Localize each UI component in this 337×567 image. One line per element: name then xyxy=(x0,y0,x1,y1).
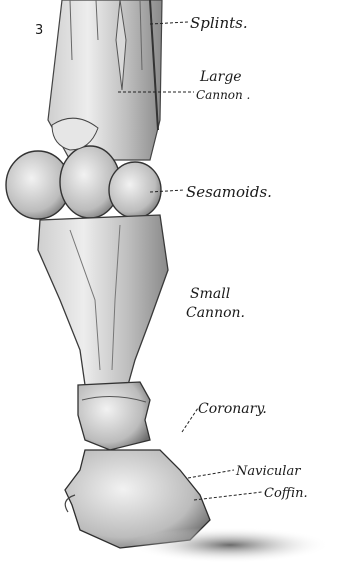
label-large-cannon: Large xyxy=(200,70,242,84)
label-small-cannon: Small xyxy=(190,287,230,301)
small-cannon-bone xyxy=(38,215,168,385)
label-large-cannon-line2: Cannon . xyxy=(196,89,250,101)
label-splints: Splints. xyxy=(190,16,248,31)
coronary-bone xyxy=(78,382,150,450)
label-coffin: Coffin. xyxy=(264,487,308,500)
label-small-cannon-line2: Cannon. xyxy=(186,306,245,320)
label-sesamoids: Sesamoids. xyxy=(186,185,272,200)
figure-number: 3 xyxy=(35,24,43,37)
ground-shadow xyxy=(130,527,330,563)
label-coronary: Coronary. xyxy=(198,402,267,416)
label-navicular: Navicular xyxy=(236,465,300,478)
